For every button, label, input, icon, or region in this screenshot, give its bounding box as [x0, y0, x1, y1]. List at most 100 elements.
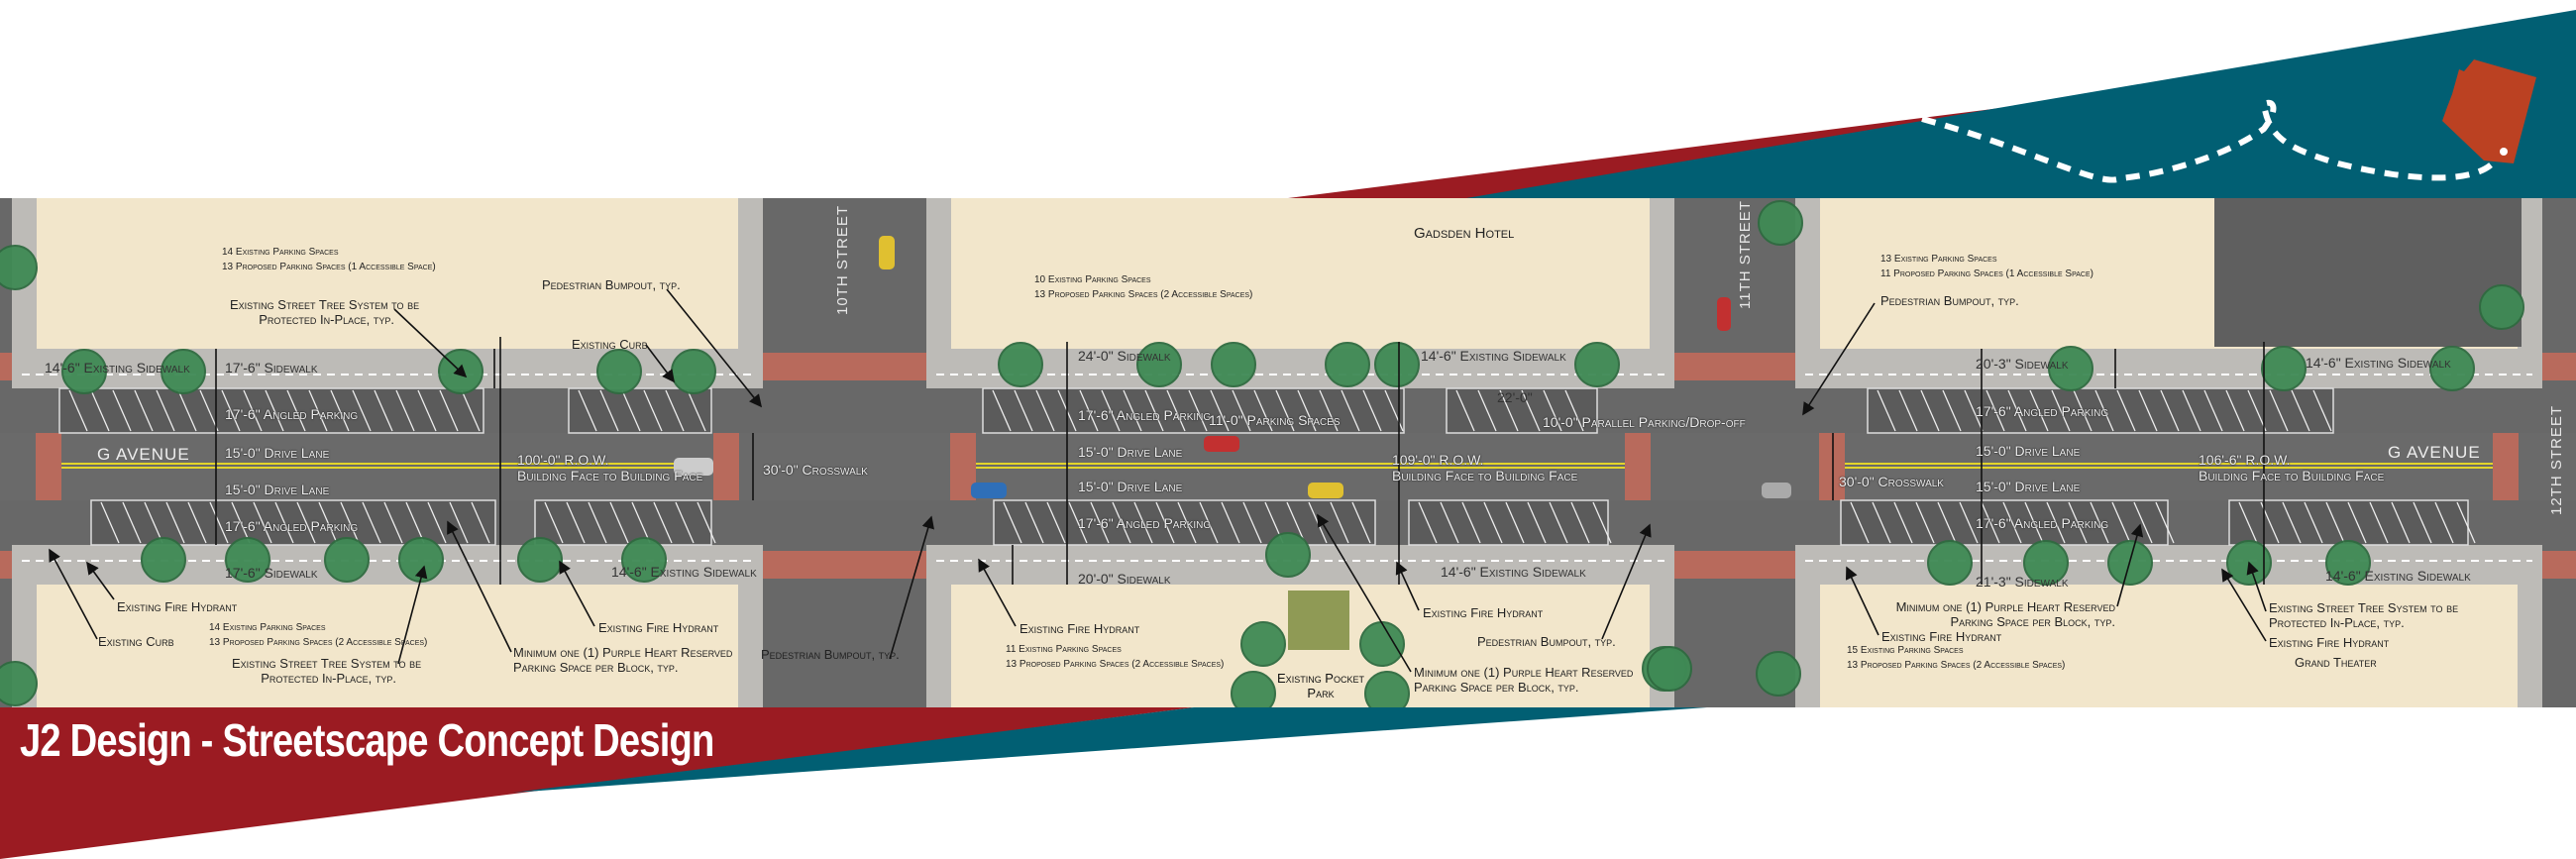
parking-strip	[534, 499, 712, 546]
parking-stripe	[318, 501, 338, 544]
parking-stripe	[449, 501, 469, 544]
tree-icon	[671, 349, 716, 394]
parking-count-proposed: 13 Proposed Parking Spaces (1 Accessible…	[222, 262, 436, 272]
parking-stripe	[221, 389, 241, 432]
hydrant-note: Existing Fire Hydrant	[1881, 629, 2002, 644]
parking-stripe	[1199, 501, 1219, 544]
parking-stripe	[2046, 501, 2066, 544]
leader-line	[666, 288, 763, 408]
street-label-g-avenue: G AVENUE	[97, 445, 190, 464]
leader-line	[49, 548, 98, 640]
parking-stripe	[187, 501, 207, 544]
parking-stripe	[2391, 501, 2411, 544]
street-label-11th: 11TH STREET	[1737, 200, 1754, 309]
tree-icon	[2429, 346, 2475, 391]
parking-stripe	[1543, 389, 1562, 432]
tree-icon	[161, 349, 206, 394]
parking-stripe	[1362, 389, 1382, 432]
parking-stripe	[417, 389, 437, 432]
bumpout-note: Pedestrian Bumpout, typ.	[542, 277, 681, 292]
parking-strip	[58, 387, 484, 434]
leader-line	[978, 558, 1017, 627]
dim-drive-lane: 15'-0" Drive Lane	[1976, 443, 2081, 459]
dim-existing-sidewalk: 14'-6" Existing Sidewalk	[2306, 355, 2451, 371]
parking-stripe	[1232, 389, 1251, 432]
parking-stripe	[1959, 501, 1979, 544]
tree-icon	[398, 537, 444, 583]
parking-stripe	[2138, 389, 2158, 432]
tree-icon	[1927, 540, 1973, 586]
north-buildings	[951, 198, 1650, 349]
tree-icon	[0, 245, 38, 290]
tree-icon	[225, 537, 270, 583]
parking-stripe	[1014, 389, 1033, 432]
parking-count-existing: 13 Existing Parking Spaces	[1880, 254, 1997, 265]
dim-existing-sidewalk: 14'-6" Existing Sidewalk	[2325, 568, 2471, 584]
arizona-state-icon	[2442, 59, 2536, 163]
parking-stripe	[274, 501, 294, 544]
parking-stripe	[427, 501, 447, 544]
car	[879, 236, 895, 269]
car	[1308, 483, 1343, 498]
parking-stripe	[1521, 389, 1541, 432]
parking-stripe	[1527, 501, 1547, 544]
parking-count-existing: 15 Existing Parking Spaces	[1847, 645, 1964, 656]
parking-stripe	[2413, 501, 2432, 544]
parking-stripe	[383, 501, 403, 544]
leader-line	[1317, 513, 1412, 673]
parking-count-existing: 11 Existing Parking Spaces	[1006, 644, 1122, 655]
parking-stripe	[1144, 389, 1164, 432]
parking-stripe	[2024, 501, 2044, 544]
leader-line	[393, 308, 468, 378]
parking-stripe	[2051, 389, 2071, 432]
parking-stripe	[1188, 389, 1208, 432]
parking-stripe	[653, 501, 673, 544]
parking-stripe	[2456, 501, 2476, 544]
dim-crosswalk: 30'-0" Crosswalk	[763, 462, 868, 478]
tree-icon	[2023, 540, 2069, 586]
tree-note-line: Existing Street Tree System to be	[230, 297, 420, 312]
tree-icon	[1647, 646, 1692, 692]
parking-stripe	[112, 389, 132, 432]
parking-stripe	[2073, 389, 2093, 432]
dim-dropoff-length: 22'-0"	[1497, 389, 1533, 405]
dim-sidewalk: 24'-0" Sidewalk	[1078, 348, 1171, 364]
parking-stripe	[134, 389, 154, 432]
parking-count-proposed: 13 Proposed Parking Spaces (2 Accessible…	[209, 637, 428, 648]
parking-stripe	[1570, 501, 1590, 544]
parking-stripe	[1341, 389, 1360, 432]
crosswalk-brick	[763, 551, 926, 579]
parking-count-proposed: 13 Proposed Parking Spaces (2 Accessible…	[1006, 659, 1225, 670]
parking-stripe	[1384, 389, 1404, 432]
parking-stripe	[265, 389, 284, 432]
pocket-park-lawn	[1288, 591, 1349, 650]
parking-stripe	[122, 501, 142, 544]
building-label-grand-theater: Grand Theater	[2295, 655, 2377, 670]
parking-stripe	[1221, 501, 1240, 544]
parking-count-existing: 14 Existing Parking Spaces	[222, 247, 339, 258]
crosswalk-brick	[713, 433, 739, 500]
parking-stripe	[405, 501, 425, 544]
dim-parking-spaces: 11'-0" Parking Spaces	[1209, 412, 1341, 428]
tree-icon	[1240, 621, 1286, 667]
parking-stripe	[1330, 501, 1349, 544]
parking-stripe	[1920, 389, 1940, 432]
parking-stripe	[621, 389, 641, 432]
parking-stripe	[2312, 389, 2332, 432]
hydrant-note: Existing Fire Hydrant	[1423, 605, 1544, 620]
tree-icon	[1211, 342, 1256, 387]
parking-stripe	[330, 389, 350, 432]
parking-stripe	[1003, 501, 1022, 544]
parking-stripe	[2116, 389, 2136, 432]
dim-existing-sidewalk: 14'-6" Existing Sidewalk	[1421, 348, 1566, 364]
parking-stripe	[1253, 389, 1273, 432]
dim-angled-parking: 17'-6" Angled Parking	[1976, 515, 2109, 531]
leader-line	[1845, 566, 1879, 636]
tree-icon	[596, 349, 642, 394]
parking-stripe	[1079, 389, 1099, 432]
parking-stripe	[286, 389, 306, 432]
parking-stripe	[2291, 389, 2310, 432]
